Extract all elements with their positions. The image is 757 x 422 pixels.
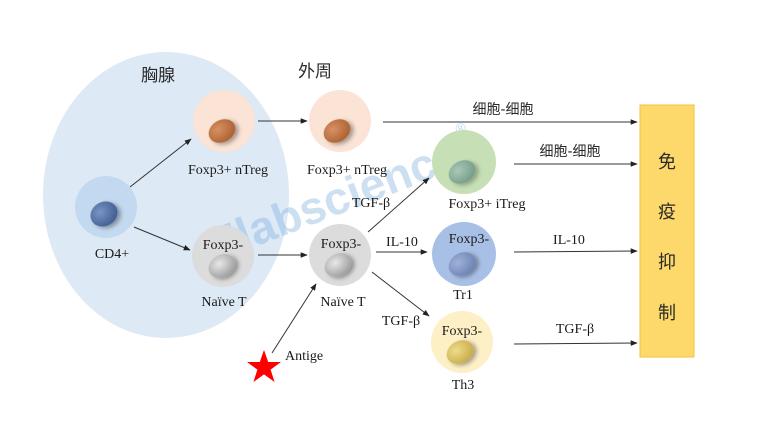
- cell-tr1: Foxp3- Tr1: [432, 222, 496, 303]
- arrow-cd4-to-ntreg: [129, 138, 192, 188]
- cell-label-tr1: Tr1: [453, 288, 473, 303]
- cell-label-naive-periphery: Naïve T: [320, 295, 366, 310]
- cell-inner-label-tr1: Foxp3-: [449, 232, 490, 247]
- nucleus: [90, 201, 118, 227]
- cell-label-naive-thymus: Naïve T: [201, 295, 247, 310]
- cell-label-itreg: Foxp3+ iTreg: [448, 197, 525, 212]
- cell-itreg: Foxp3+ iTreg: [432, 130, 526, 212]
- cell-label-ntreg-periphery: Foxp3+ nTreg: [307, 163, 387, 178]
- edge-label-tgf-beta-itreg: TGF-β: [352, 196, 390, 211]
- cell-th3: Foxp3- Th3: [431, 311, 493, 393]
- immune-suppression-box: 免 疫 抑 制: [639, 104, 695, 358]
- arrow-tr1-to-suppression: [513, 248, 638, 254]
- arrow-naive-to-th3: [371, 271, 430, 317]
- star-icon: [247, 350, 281, 382]
- cell-label-th3: Th3: [452, 378, 475, 393]
- antigen-label: Antige: [285, 349, 323, 364]
- arrow-antigen-to-naive: [271, 283, 317, 354]
- nucleus: [323, 119, 351, 143]
- arrow-th3-to-suppression: [513, 340, 638, 346]
- edge-label-tgf-beta-out: TGF-β: [556, 322, 594, 337]
- box-char-2: 疫: [658, 202, 676, 223]
- nucleus: [448, 160, 476, 184]
- cell-cd4: CD4+: [75, 176, 137, 262]
- cell-inner-label-naive-periphery: Foxp3-: [321, 237, 362, 252]
- nucleus: [446, 340, 474, 364]
- cell-naive-t-thymus: Foxp3- Naïve T: [192, 225, 254, 310]
- box-char-3: 抑: [658, 252, 676, 273]
- nucleus: [208, 119, 236, 143]
- nucleus: [324, 253, 352, 277]
- nucleus: [208, 254, 236, 278]
- antigen: Antige: [247, 349, 323, 382]
- edge-label-tgf-beta-th3: TGF-β: [382, 314, 420, 329]
- edge-label-il10-out: IL-10: [553, 233, 585, 248]
- edge-label-cell-contact-ntreg: 细胞-细胞: [472, 102, 533, 118]
- cell-naive-t-periphery: Foxp3- Naïve T: [309, 224, 371, 310]
- thymus-label: 胸腺: [141, 66, 175, 86]
- cell-ntreg-periphery: Foxp3+ nTreg: [307, 90, 387, 178]
- edge-label-cell-contact-itreg: 细胞-细胞: [539, 144, 600, 160]
- box-char-4: 制: [658, 303, 676, 324]
- nucleus: [448, 252, 476, 276]
- periphery-label: 外周: [298, 62, 332, 82]
- cell-inner-label-th3: Foxp3-: [442, 324, 483, 339]
- cell-ntreg-thymus: Foxp3+ nTreg: [188, 90, 268, 178]
- edge-label-il10-tr1: IL-10: [386, 235, 418, 250]
- cell-label-ntreg-thymus: Foxp3+ nTreg: [188, 163, 268, 178]
- arrow-cd4-to-naive: [133, 226, 191, 251]
- cell-label-cd4: CD4+: [95, 247, 129, 262]
- arrow-naive-to-itreg: [367, 177, 430, 233]
- cell-inner-label-naive-thymus: Foxp3-: [203, 238, 244, 253]
- box-char-1: 免: [658, 152, 676, 173]
